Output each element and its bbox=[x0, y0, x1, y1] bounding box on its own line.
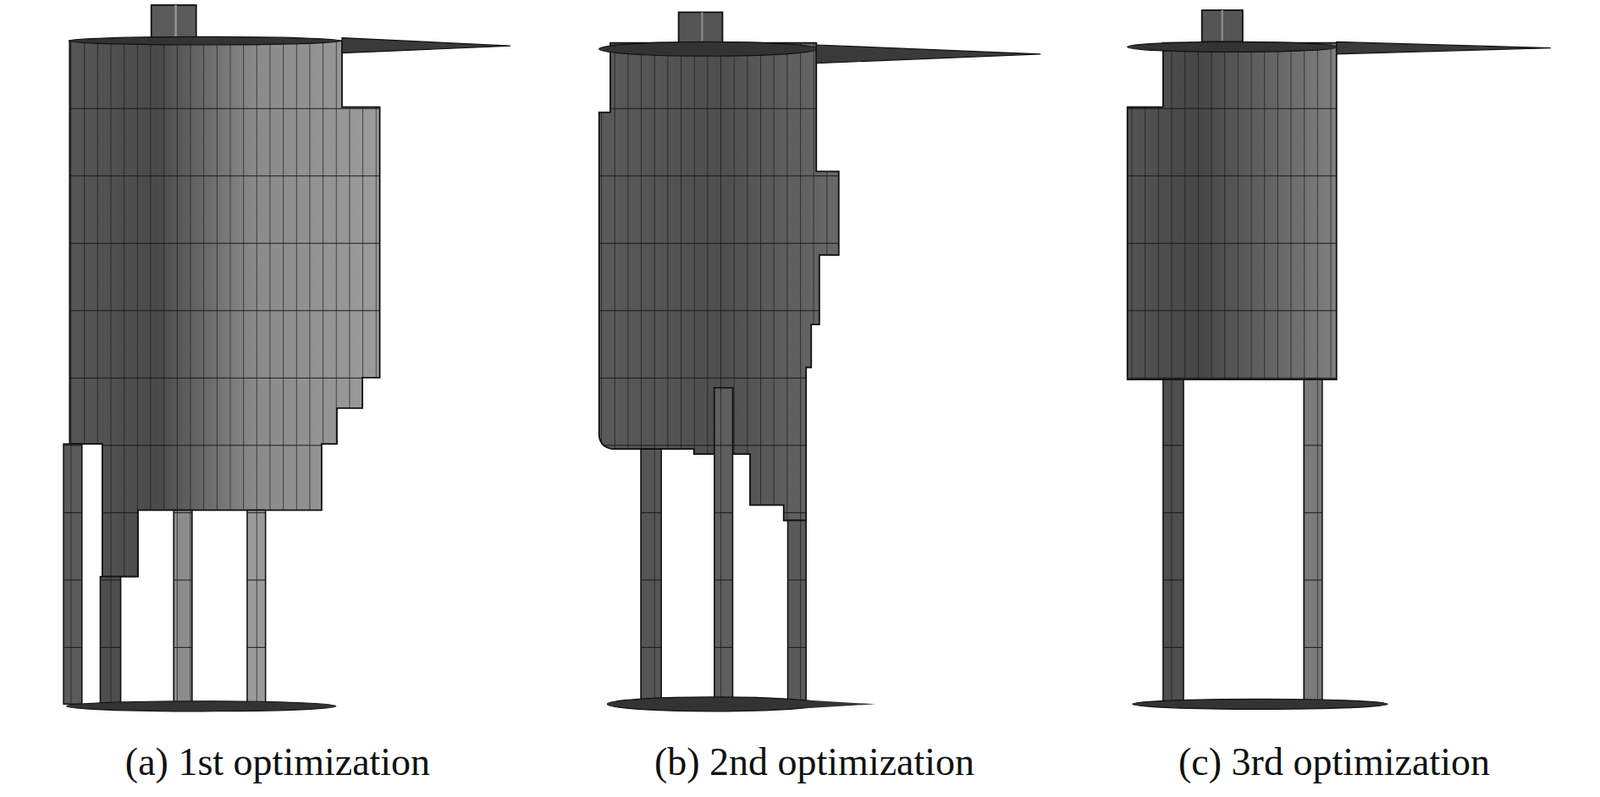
figure-caption: (c) 3rd optimization bbox=[1178, 738, 1490, 785]
mesh-b bbox=[599, 11, 1042, 711]
mesh-a bbox=[63, 5, 511, 712]
mesh-c bbox=[1127, 10, 1551, 709]
figure-caption: (b) 2nd optimization bbox=[654, 738, 975, 785]
figure-caption: (a) 1st optimization bbox=[125, 738, 431, 785]
